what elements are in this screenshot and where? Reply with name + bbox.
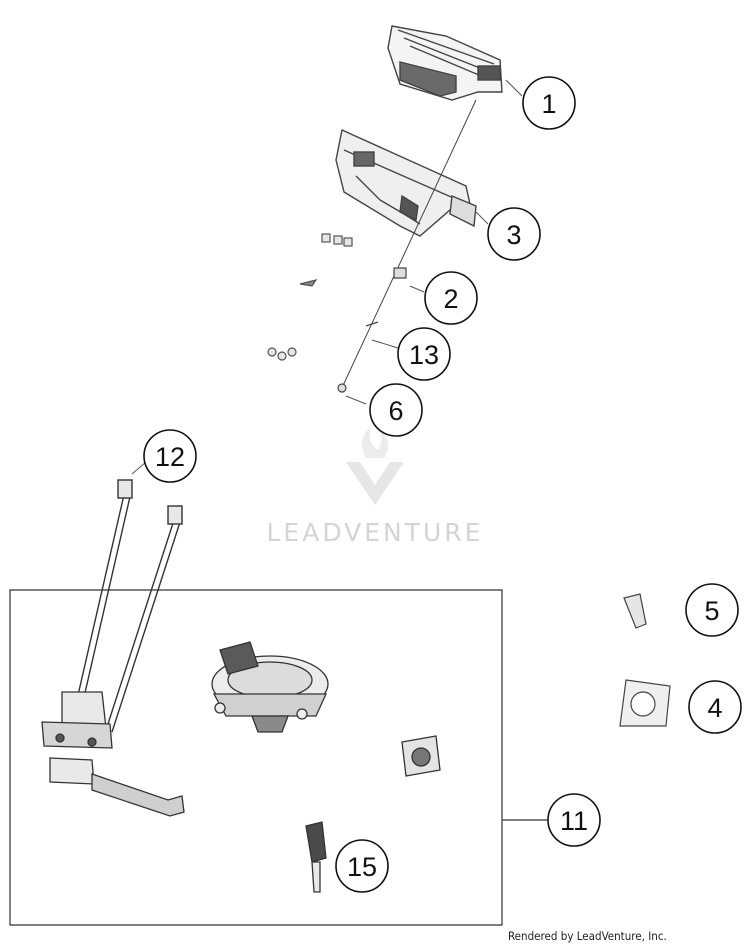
leadventure-watermark: LEADVENTURE <box>267 428 484 547</box>
callout-15: 15 <box>335 839 389 893</box>
callout-6: 6 <box>369 383 423 437</box>
svg-text:11: 11 <box>560 806 588 836</box>
callout-3: 3 <box>487 207 541 261</box>
svg-text:6: 6 <box>388 396 403 426</box>
steering-lock-cap <box>211 641 329 733</box>
svg-text:12: 12 <box>155 442 185 472</box>
callout-12: 12 <box>143 429 197 483</box>
render-credit: Rendered by LeadVenture, Inc. <box>508 929 667 943</box>
callout-5: 5 <box>685 583 739 637</box>
svg-text:5: 5 <box>704 596 719 626</box>
ignition-lock-housing <box>41 691 185 817</box>
callout-13: 13 <box>397 327 451 381</box>
part-1-instrument-display <box>387 25 503 101</box>
svg-text:4: 4 <box>707 693 722 723</box>
svg-text:15: 15 <box>347 852 377 882</box>
callout-1: 1 <box>522 76 576 130</box>
leader-lines <box>131 79 523 475</box>
assembly-11-box <box>9 589 548 926</box>
part-5-clip <box>623 593 647 629</box>
part-4-rubber-mount <box>619 679 671 727</box>
callout-11: 11 <box>547 793 601 847</box>
callout-2: 2 <box>424 271 478 325</box>
svg-text:13: 13 <box>409 340 439 370</box>
small-hardware-clips <box>267 233 353 361</box>
fastener-stack-2-13-6 <box>337 99 477 393</box>
part-12-cables <box>69 479 183 733</box>
watermark-text: LEADVENTURE <box>267 518 484 547</box>
svg-text:2: 2 <box>443 284 458 314</box>
svg-text:1: 1 <box>541 89 556 119</box>
callout-4: 4 <box>688 680 742 734</box>
lock-cylinder <box>401 735 441 777</box>
part-15-key <box>305 821 327 893</box>
part-3-display-bracket <box>335 128 477 237</box>
svg-text:3: 3 <box>506 220 521 250</box>
